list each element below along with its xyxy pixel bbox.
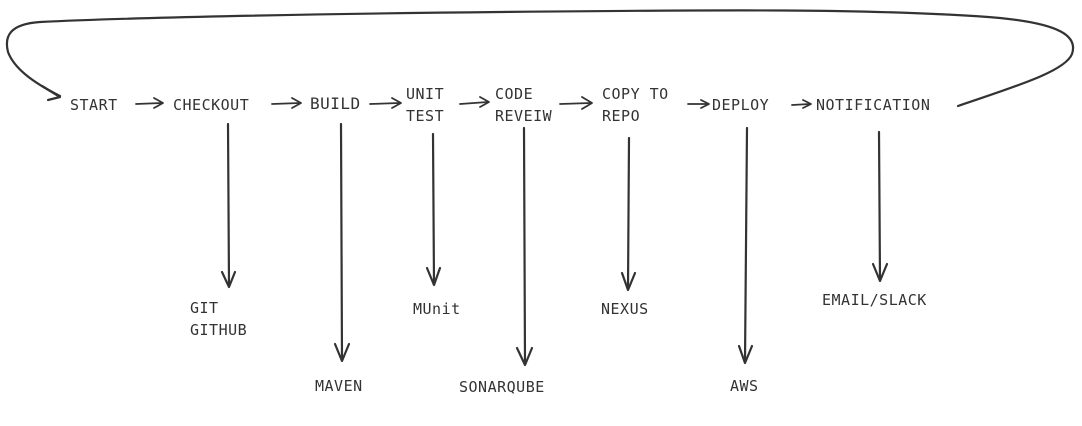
- tool-arrow-notification-email: [871, 130, 889, 283]
- step-copy-to-repo-line1: COPY TO: [602, 85, 669, 103]
- step-deploy: DEPLOY: [712, 96, 769, 114]
- step-start: START: [70, 96, 118, 114]
- step-build: BUILD: [310, 94, 361, 113]
- tool-maven: MAVEN: [315, 377, 363, 395]
- tool-nexus: NEXUS: [601, 300, 649, 318]
- loop-back-arrow: [5, 9, 1075, 108]
- tool-email-slack: EMAIL/SLACK: [822, 291, 927, 309]
- flow-arrow-build-unit-test: [369, 97, 402, 109]
- tool-arrow-unit-test-munit: [425, 132, 442, 287]
- step-copy-to-repo-line2: REPO: [602, 107, 640, 125]
- tool-arrow-copy-to-repo-nexus: [620, 136, 637, 292]
- tool-arrow-deploy-aws: [737, 126, 754, 365]
- tool-arrow-checkout-git: [220, 122, 237, 289]
- step-unit-test-line1: UNIT: [406, 85, 444, 103]
- step-code-review-line2: REVEIW: [495, 107, 553, 125]
- flow-arrow-copy-to-repo-deploy: [687, 99, 710, 109]
- loop-back-arrowhead: [40, 84, 62, 102]
- tool-aws: AWS: [730, 377, 759, 395]
- flow-arrow-deploy-notification: [791, 99, 812, 109]
- step-unit-test-line2: TEST: [406, 107, 444, 125]
- tool-munit: MUnit: [413, 300, 461, 318]
- flow-arrow-start-checkout: [135, 97, 164, 109]
- tool-git-line2: GITHUB: [190, 321, 247, 339]
- flow-arrow-unit-test-code-review: [459, 96, 490, 108]
- step-notification: NOTIFICATION: [816, 96, 930, 114]
- step-code-review-line1: CODE: [495, 85, 533, 103]
- step-checkout: CHECKOUT: [173, 96, 249, 114]
- flow-arrow-checkout-build: [271, 97, 302, 109]
- tool-git-line1: GIT: [190, 299, 219, 317]
- tool-arrow-code-review-sonarqube: [515, 126, 534, 367]
- tool-sonarqube: SONARQUBE: [459, 378, 545, 396]
- tool-arrow-build-maven: [333, 122, 351, 363]
- flow-arrow-code-review-copy-to-repo: [559, 96, 593, 110]
